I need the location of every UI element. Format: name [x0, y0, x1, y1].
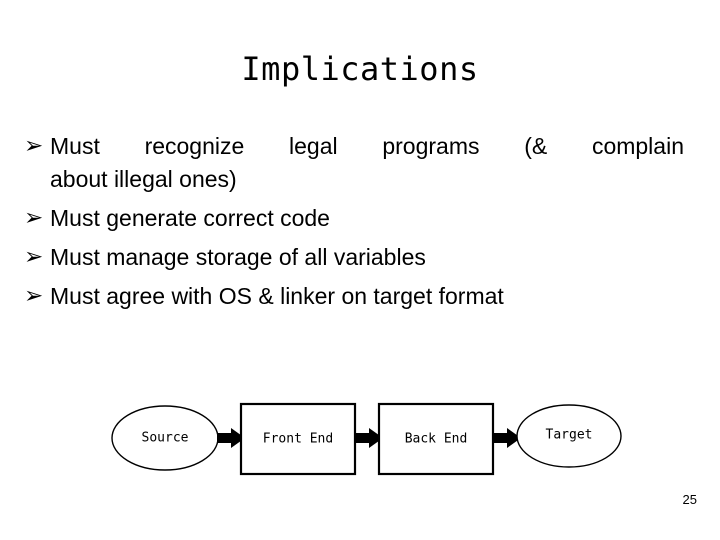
list-item: ➢ Must manage storage of all variables [24, 241, 684, 274]
list-item-text: Must manage storage of all variables [50, 244, 426, 270]
arrow-source-to-front-end-icon [217, 428, 245, 448]
node-back-end-shape [377, 402, 495, 476]
list-item: ➢ Must agree with OS & linker on target … [24, 280, 684, 313]
arrow-back-end-to-target-icon [493, 428, 521, 448]
node-target-shape [516, 404, 622, 468]
arrowhead-bullet-icon: ➢ [24, 205, 44, 231]
list-item-text: Must generate correct code [50, 205, 330, 231]
arrowhead-bullet-icon: ➢ [24, 133, 44, 159]
list-item-line: about illegal ones) [50, 166, 237, 192]
arrow-front-end-to-back-end-icon [355, 428, 383, 448]
list-item-text: Must agree with OS & linker on target fo… [50, 283, 504, 309]
arrowhead-bullet-icon: ➢ [24, 244, 44, 270]
list-item-text: Must recognize legal programs (& complai… [50, 130, 684, 196]
node-source-label: Source [142, 431, 189, 446]
list-item: ➢ Must generate correct code [24, 202, 684, 235]
compiler-pipeline-diagram: Source Front End Back End Target [100, 392, 640, 487]
list-item-line: Must recognize legal programs (& complai… [50, 133, 684, 159]
node-front-end-label: Front End [263, 432, 333, 447]
node-front-end-shape [239, 402, 357, 476]
arrowhead-bullet-icon: ➢ [24, 283, 44, 309]
page-number: 25 [682, 492, 697, 507]
page-title: Implications [241, 50, 479, 88]
node-back-end-label: Back End [405, 432, 468, 447]
node-target-label: Target [546, 428, 593, 443]
bullet-list: ➢ Must recognize legal programs (& compl… [24, 130, 684, 319]
list-item: ➢ Must recognize legal programs (& compl… [24, 130, 684, 196]
